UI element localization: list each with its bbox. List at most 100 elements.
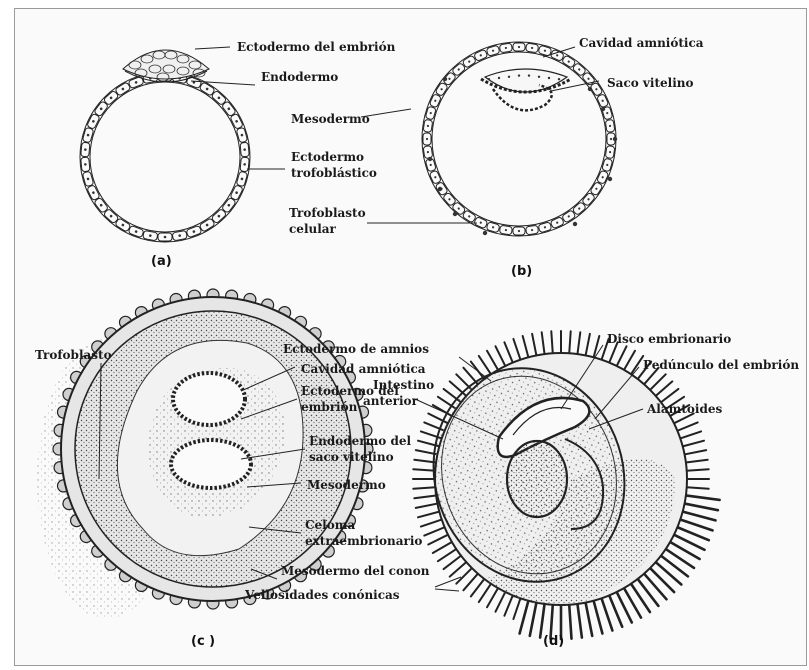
villus-spike bbox=[569, 331, 571, 355]
speck bbox=[453, 212, 457, 216]
trophoblast-cell bbox=[474, 49, 488, 61]
disc-cell bbox=[508, 76, 510, 78]
disc-cell bbox=[488, 78, 490, 80]
label-vellosidades: Vellosidades conónicas bbox=[244, 588, 400, 602]
label-ectodermo-amnios: Ectodermo de amnios bbox=[283, 342, 429, 356]
villus-spike bbox=[593, 599, 602, 634]
caption-c: (c ) bbox=[191, 634, 215, 649]
villus-spike bbox=[685, 469, 709, 471]
trophoblast-cell bbox=[605, 146, 615, 159]
label-alamtoides: Alamtoides bbox=[646, 402, 722, 416]
cell-nucleus bbox=[518, 230, 520, 232]
villus-spike bbox=[616, 346, 627, 368]
disc-cell bbox=[528, 74, 530, 76]
label-cavidad-amniotica-c: Cavidad amniótica bbox=[301, 362, 426, 376]
label-saco-vitelino: Saco vitelino bbox=[607, 76, 693, 90]
label-celoma-1: Celoma bbox=[305, 518, 355, 532]
villus-spike bbox=[585, 601, 592, 636]
villus-spike bbox=[416, 503, 440, 508]
panel-a: Ectodermo del embrión Endodermo Ectoderm… bbox=[80, 40, 396, 269]
speck bbox=[608, 177, 612, 181]
cell-nucleus bbox=[164, 236, 167, 239]
trophoblast-cell bbox=[597, 94, 609, 108]
label-cavidad-amniotica-b: Cavidad amniótica bbox=[579, 36, 704, 50]
trophoblast-cell bbox=[115, 82, 131, 96]
label-ectodermo-embrion-c-2: embrión bbox=[301, 400, 358, 414]
trophoblast-cell bbox=[81, 142, 90, 157]
ring-inner-line bbox=[90, 82, 240, 232]
trophoblast-cell bbox=[423, 119, 433, 132]
speck bbox=[443, 77, 447, 81]
panel-c-amniotic-cavity bbox=[173, 373, 245, 425]
cell-nucleus bbox=[426, 138, 428, 140]
villus-spike bbox=[414, 495, 438, 498]
trophoblast-cell bbox=[423, 133, 431, 145]
villus-spike bbox=[504, 594, 513, 616]
trophoblast-cell bbox=[87, 185, 100, 201]
panel-c-yolk-sac bbox=[171, 440, 251, 488]
villus-spike bbox=[520, 599, 529, 634]
panel-a-cell-ring bbox=[80, 72, 250, 242]
trophoblast-cell bbox=[128, 225, 144, 238]
speck bbox=[588, 87, 592, 91]
villus-spike bbox=[678, 431, 701, 439]
villus-spike bbox=[496, 590, 507, 612]
villus-spike bbox=[649, 567, 674, 592]
trophoblast-cell bbox=[499, 225, 512, 235]
villus-spike bbox=[504, 342, 513, 364]
panel-d-yolk-sac bbox=[507, 441, 567, 517]
villus-spike bbox=[421, 519, 444, 527]
villus-spike bbox=[542, 332, 545, 356]
villus-spike bbox=[523, 336, 529, 359]
villus-spike bbox=[623, 351, 635, 372]
disc-cell bbox=[538, 76, 540, 78]
figure-frame: Ectodermo del embrión Endodermo Ectoderm… bbox=[14, 8, 807, 666]
label-ectodermo-trofoblastico-2: trofoblástico bbox=[291, 166, 377, 180]
villus-spike bbox=[530, 601, 537, 636]
trophoblast-cell bbox=[526, 225, 539, 235]
trophoblast-cell bbox=[240, 157, 249, 172]
villus-spike bbox=[684, 495, 720, 500]
label-ectodermo-embrion: Ectodermo del embrión bbox=[237, 40, 396, 54]
embryo-figure: Ectodermo del embrión Endodermo Ectoderm… bbox=[15, 9, 806, 665]
villus-spike bbox=[681, 511, 716, 520]
panel-b-amniotic-cavity bbox=[485, 69, 567, 92]
villus-spike bbox=[540, 602, 545, 638]
villus-spike bbox=[643, 572, 667, 599]
label-endodermo-saco-1: Endodermo del bbox=[309, 434, 412, 448]
label-pedunculo: Pedúnculo del embrión bbox=[643, 358, 799, 372]
trophoblast-cell bbox=[186, 76, 202, 89]
trophoblast-cell bbox=[605, 119, 615, 132]
trophoblast-cell bbox=[186, 225, 202, 238]
trophoblast-cell bbox=[230, 113, 243, 129]
villus-spike bbox=[630, 582, 650, 612]
speck bbox=[483, 231, 487, 235]
trophoblast-cell bbox=[550, 217, 564, 229]
label-intestino-2: anterior bbox=[363, 394, 419, 408]
speck bbox=[573, 222, 577, 226]
villus-spike bbox=[585, 334, 590, 358]
speck bbox=[438, 187, 442, 191]
villus-spike bbox=[685, 487, 709, 489]
disc-cell bbox=[498, 77, 500, 79]
villus-spike bbox=[654, 561, 681, 585]
trophoblast-cell bbox=[513, 43, 525, 51]
leader-line bbox=[195, 47, 230, 49]
disc-cell bbox=[518, 74, 520, 76]
trophoblast-cell bbox=[158, 233, 172, 241]
villus-spike bbox=[428, 534, 450, 545]
villus-spike bbox=[513, 339, 521, 362]
label-trofoblasto-celular-1: Trofoblasto bbox=[289, 206, 366, 220]
villus-spike bbox=[496, 346, 507, 368]
caption-d: (d) bbox=[543, 634, 564, 649]
villus-spike bbox=[433, 541, 454, 553]
trophoblast-cell bbox=[81, 157, 90, 172]
villus-spike bbox=[683, 503, 718, 510]
villus-spike bbox=[513, 596, 521, 619]
trophoblast-cell bbox=[526, 43, 539, 53]
label-endodermo-saco-2: saco vitelino bbox=[309, 450, 394, 464]
trophoblast-cell bbox=[499, 43, 512, 53]
villus-spike bbox=[637, 577, 659, 606]
label-celoma-2: extraembrionario bbox=[305, 534, 422, 548]
villus-spike bbox=[418, 511, 441, 517]
